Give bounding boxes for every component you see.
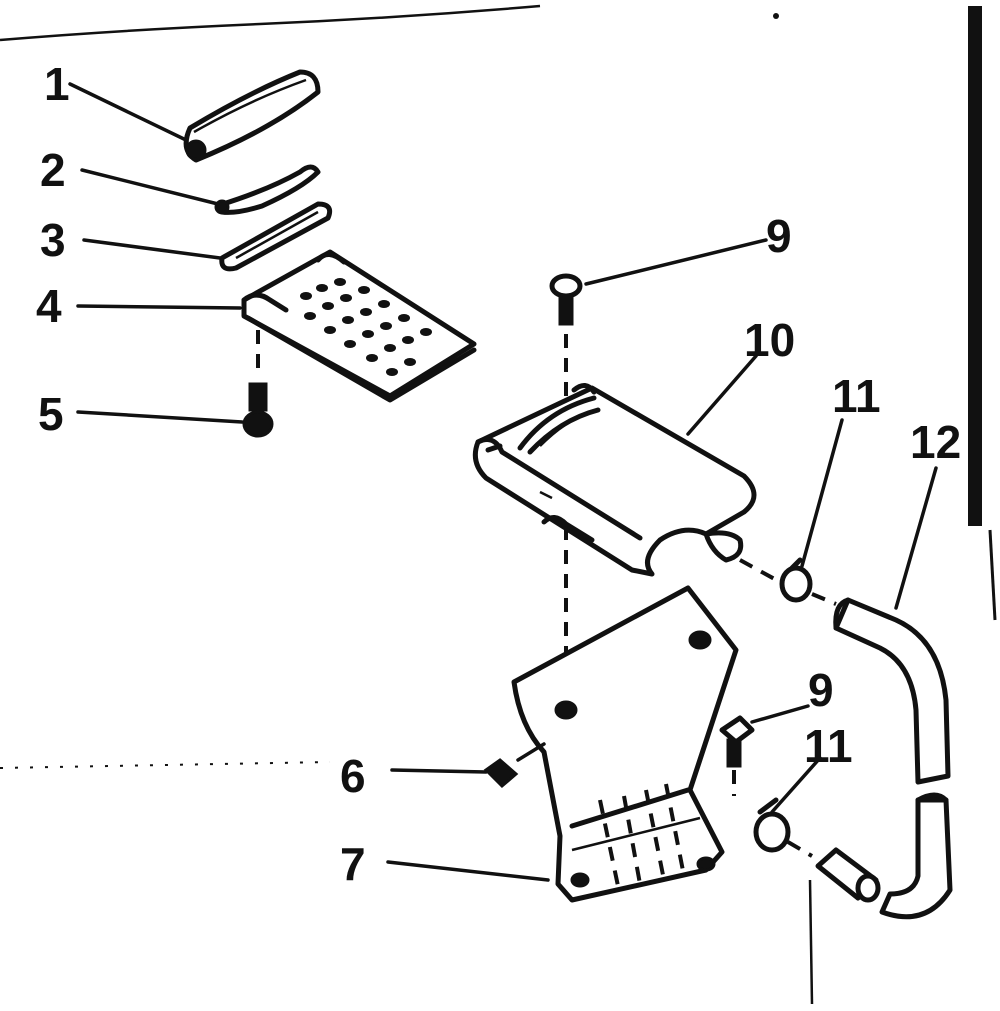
callout-10: 10: [744, 314, 795, 366]
connector-10-11: [739, 558, 781, 584]
leader-12: [894, 466, 938, 610]
callout-3: 3: [40, 214, 66, 266]
callout-4: 4: [36, 280, 62, 332]
leader-5: [76, 410, 244, 424]
callout-12: 12: [910, 416, 961, 468]
callout-5: 5: [38, 388, 64, 440]
hose-connector-tube: [815, 847, 881, 903]
part-2-clip: [214, 164, 321, 215]
grille-holes: [300, 278, 432, 376]
leader-4: [76, 304, 242, 310]
part-3-bar: [219, 201, 333, 272]
part-11-clamp-lower: [753, 797, 814, 858]
leader-2: [80, 168, 220, 206]
leader-9-lower: [750, 704, 810, 724]
reference-line: [808, 879, 814, 1005]
leader-11-lower: [770, 756, 822, 814]
leader-6: [390, 768, 488, 774]
callout-9-top: 9: [766, 210, 792, 262]
part-10-housing: [472, 383, 757, 577]
leader-10: [686, 354, 758, 436]
leader-11-upper: [800, 418, 844, 568]
part-1-cover: [183, 69, 321, 163]
callout-11-lower: 11: [804, 720, 853, 772]
callout-7: 7: [340, 838, 366, 890]
connector-11-12: [811, 592, 837, 606]
callout-9-lower: 9: [808, 664, 834, 716]
part-4-grille: [241, 249, 477, 403]
leader-3: [82, 238, 222, 260]
callout-11-upper: 11: [832, 370, 881, 422]
part-9-screw-lower: [719, 715, 755, 796]
scan-border-artifacts: [0, 4, 997, 621]
scan-dots: [0, 761, 331, 769]
part-7-bracket: [511, 585, 739, 903]
part-12-hose: [833, 597, 953, 920]
leader-7: [386, 860, 550, 882]
callout-6: 6: [340, 750, 366, 802]
callout-2: 2: [40, 144, 66, 196]
callout-1: 1: [44, 58, 70, 110]
leader-1: [68, 82, 188, 142]
part-9-screw-top: [549, 273, 583, 326]
part-6-clip: [483, 742, 546, 789]
part-11-clamp-upper: [779, 557, 813, 603]
part-5-screw: [242, 330, 274, 438]
leader-9-top: [584, 238, 768, 286]
